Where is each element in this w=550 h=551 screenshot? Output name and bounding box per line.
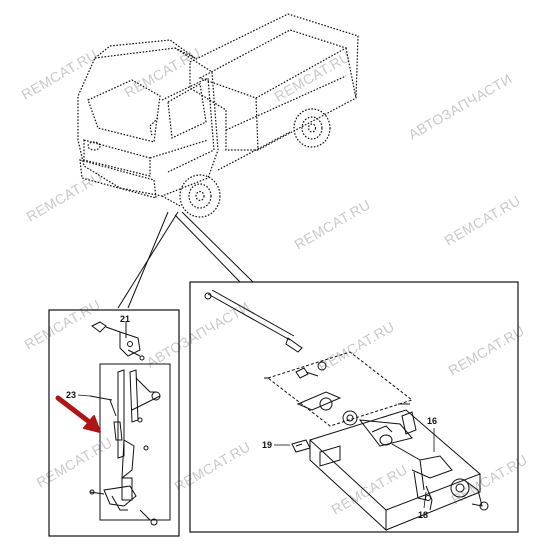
watermark-layer: REMCAT.RU REMCAT.RU REMCAT.RU АВТОЗАПЧАС… bbox=[19, 44, 531, 517]
watermark-remcat: REMCAT.RU bbox=[292, 196, 374, 252]
detail-panel-right bbox=[189, 281, 519, 533]
clip-19 bbox=[291, 439, 311, 453]
panel-right-frame bbox=[189, 281, 519, 533]
front-grille bbox=[83, 139, 151, 177]
red-arrow-icon bbox=[55, 395, 101, 433]
side-window bbox=[167, 83, 207, 139]
callout-23: 23 bbox=[66, 390, 76, 400]
watermark-remcat: REMCAT.RU bbox=[22, 296, 104, 352]
leader-lines bbox=[117, 211, 254, 309]
watermark-remcat: REMCAT.RU bbox=[24, 168, 106, 224]
watermark-remcat: REMCAT.RU bbox=[329, 461, 411, 517]
linkage-23 bbox=[89, 369, 161, 526]
detail-panel-left bbox=[48, 309, 180, 537]
watermark-remcat: REMCAT.RU bbox=[442, 192, 524, 248]
watermark-remcat: REMCAT.RU bbox=[272, 48, 354, 104]
callout-18-leader bbox=[423, 491, 427, 509]
rear-wheel bbox=[293, 108, 331, 148]
shift-lever-16 bbox=[296, 391, 489, 511]
cab-roof bbox=[94, 39, 196, 59]
panel-left-frame bbox=[48, 309, 180, 537]
watermark-remcat: REMCAT.RU bbox=[316, 318, 398, 374]
watermark-remcat: REMCAT.RU bbox=[34, 434, 116, 490]
mounting-plate bbox=[264, 351, 481, 532]
bolt-bushing bbox=[295, 361, 327, 379]
callout-23-leader bbox=[77, 394, 91, 397]
callout-16: 16 bbox=[427, 416, 437, 426]
watermark-autoparts: АВТОЗАПЧАСТИ bbox=[144, 298, 253, 370]
cargo-bed bbox=[189, 13, 359, 151]
watermark-remcat: REMCAT.RU bbox=[446, 322, 528, 378]
front-wheel bbox=[179, 174, 221, 218]
bracket-21 bbox=[91, 321, 145, 361]
callout-18: 18 bbox=[418, 510, 428, 520]
truck-outline bbox=[77, 13, 359, 218]
callout-21: 21 bbox=[120, 314, 130, 324]
watermark-autoparts: АВТОЗАПЧАСТИ bbox=[406, 70, 515, 142]
watermark-remcat: REMCAT.RU bbox=[172, 438, 254, 494]
callout-labels: 16 18 19 21 23 bbox=[66, 314, 437, 520]
callout-19: 19 bbox=[262, 440, 272, 450]
shift-cable bbox=[204, 289, 303, 353]
front-bumper bbox=[79, 159, 157, 199]
